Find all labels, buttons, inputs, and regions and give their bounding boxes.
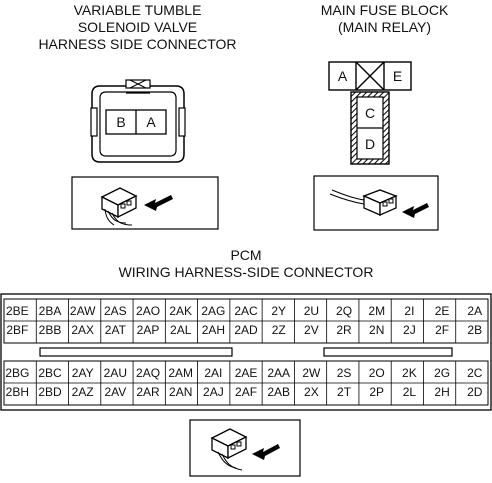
pcm-cell-dividers	[35, 299, 457, 405]
connector-probe-icon	[71, 176, 219, 230]
pcm-terminal-cell: 2BE	[5, 304, 29, 318]
pcm-terminal-row: 2BF 2BB 2AX 2AT 2AP 2AL 2AH 2AD 2Z 2V 2R 2N 2J 2F 2B	[1, 321, 491, 340]
pcm-terminal-cell: 2K	[402, 366, 417, 380]
pcm-terminal-row: 2BE 2BA 2AW 2AS 2AO 2AK 2AG 2AC 2Y 2U 2Q 2M 2I 2E 2A	[1, 302, 491, 321]
pcm-terminal-cell: 2AT	[104, 323, 126, 337]
pcm-terminal-cell: 2M	[368, 304, 386, 318]
pcm-terminal-cell: 2AF	[235, 385, 258, 399]
pcm-terminal-cell: 2AL	[170, 323, 192, 337]
pcm-terminal-cell: 2B	[467, 323, 483, 337]
pcm-terminal-cell: 2AU	[103, 366, 128, 380]
pcm-terminal-cell: 2U	[303, 304, 320, 318]
pcm-connector-title: PCM WIRING HARNESS-SIDE CONNECTOR	[0, 247, 492, 281]
pcm-terminal-cell: 2AQ	[136, 366, 161, 380]
pcm-terminal-cell: 2AD	[234, 323, 258, 337]
fuse-terminal-d: D	[364, 136, 376, 152]
pcm-terminal-cell: 2V	[304, 323, 319, 337]
valve-pin-b: B	[116, 114, 126, 130]
fuse-block-shape	[328, 61, 412, 165]
valve-connector-title: VARIABLE TUMBLE SOLENOID VALVE HARNESS S…	[0, 2, 275, 53]
pcm-terminal-cell: 2AJ	[203, 385, 224, 399]
pcm-terminal-cell: 2AR	[136, 385, 160, 399]
pcm-terminal-cell: 2P	[369, 385, 385, 399]
pcm-terminal-cell: 2AB	[267, 385, 291, 399]
fuse-terminal-e: E	[392, 68, 403, 84]
pcm-terminal-cell: 2AG	[201, 304, 226, 318]
valve-connector-housing	[90, 79, 186, 163]
pcm-terminal-cell: 2D	[467, 385, 483, 399]
pcm-terminal-cell: 2AS	[104, 304, 127, 318]
pcm-terminal-cell: 2E	[434, 304, 450, 318]
pcm-terminal-cell: 2BA	[38, 304, 62, 318]
pcm-terminal-cell: 2S	[336, 366, 352, 380]
pcm-terminal-cell: 2T	[337, 385, 352, 399]
pcm-terminal-cell: 2BB	[38, 323, 62, 337]
pcm-terminal-cell: 2N	[369, 323, 385, 337]
fuse-terminal-a: A	[337, 68, 348, 84]
pcm-terminal-cell: 2G	[434, 366, 451, 380]
pcm-terminal-cell: 2L	[402, 385, 417, 399]
valve-title-line-2: SOLENOID VALVE	[77, 19, 198, 35]
pcm-terminal-cell: 2AN	[169, 385, 193, 399]
pcm-terminal-cell: 2AW	[69, 304, 96, 318]
pcm-terminal-row: 2BH 2BD 2AZ 2AV 2AR 2AN 2AJ 2AF 2AB 2X 2T 2P 2L 2H 2D	[1, 383, 491, 402]
pcm-terminal-cell: 2AZ	[71, 385, 94, 399]
pcm-terminal-cell: 2H	[434, 385, 450, 399]
pcm-terminal-cell: 2AC	[234, 304, 258, 318]
pcm-terminal-cell: 2I	[404, 304, 415, 318]
pcm-terminal-cell: 2Q	[336, 304, 353, 318]
pcm-terminal-cell: 2BG	[5, 366, 30, 380]
pcm-terminal-cell: 2BD	[38, 385, 62, 399]
connector-probe-icon	[189, 419, 301, 477]
fuse-block-title: MAIN FUSE BLOCK (MAIN RELAY)	[282, 2, 487, 36]
pcm-terminal-cell: 2AP	[136, 323, 160, 337]
valve-title-line-3: HARNESS SIDE CONNECTOR	[38, 36, 237, 52]
pcm-connector-outline	[0, 293, 492, 411]
pcm-terminal-cell: 2Z	[271, 323, 286, 337]
pcm-terminal-cell: 2F	[435, 323, 450, 337]
pcm-terminal-cell: 2A	[467, 304, 483, 318]
pcm-terminal-cell: 2AA	[267, 366, 291, 380]
pcm-terminal-row: 2BG 2BC 2AY 2AU 2AQ 2AM 2AI 2AE 2AA 2W 2S 2O 2K 2G 2C	[1, 364, 491, 383]
pcm-terminal-cell: 2X	[304, 385, 319, 399]
fuse-title-line-1: MAIN FUSE BLOCK	[320, 2, 449, 18]
pcm-terminal-cell: 2AY	[71, 366, 94, 380]
pcm-terminal-cell: 2Y	[271, 304, 287, 318]
valve-title-line-1: VARIABLE TUMBLE	[73, 2, 202, 18]
fuse-terminal-c: C	[364, 105, 376, 121]
pcm-terminal-cell: 2BF	[6, 323, 29, 337]
pcm-terminal-cell: 2C	[467, 366, 483, 380]
pcm-terminal-cell: 2BH	[5, 385, 29, 399]
pcm-terminal-cell: 2O	[368, 366, 385, 380]
fuse-title-line-2: (MAIN RELAY)	[337, 19, 432, 35]
valve-pin-a: A	[146, 114, 156, 130]
connector-probe-icon	[313, 175, 439, 231]
pcm-terminal-cell: 2AO	[136, 304, 161, 318]
pcm-terminal-cell: 2R	[336, 323, 352, 337]
pcm-terminal-cell: 2AV	[104, 385, 127, 399]
pcm-terminal-cell: 2AX	[71, 323, 95, 337]
pcm-terminal-cell: 2AK	[169, 304, 193, 318]
pcm-terminal-cell: 2J	[403, 323, 416, 337]
pcm-terminal-cell: 2W	[302, 366, 321, 380]
pcm-terminal-cell: 2AH	[201, 323, 226, 337]
pcm-terminal-cell: 2BC	[38, 366, 62, 380]
pcm-terminal-cell: 2AE	[234, 366, 258, 380]
pcm-terminal-cell: 2AM	[168, 366, 194, 380]
pcm-terminal-cell: 2AI	[204, 366, 223, 380]
pcm-title-line-1: PCM	[230, 247, 262, 263]
pcm-title-line-2: WIRING HARNESS-SIDE CONNECTOR	[118, 264, 374, 280]
